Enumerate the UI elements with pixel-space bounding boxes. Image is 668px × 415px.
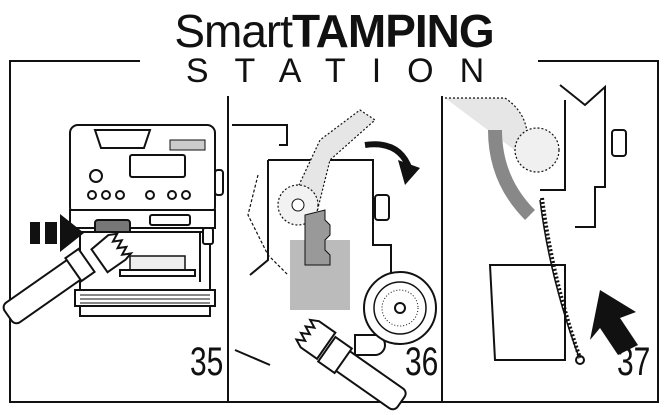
push-arrow-35 (30, 214, 84, 252)
cleaning-brush-36 (294, 318, 407, 411)
title-smart: Smart (174, 5, 293, 57)
step-number-35: 35 (190, 340, 224, 384)
step-number-36: 36 (405, 340, 439, 384)
step-number-37: 37 (617, 340, 651, 384)
outer-frame (9, 60, 659, 403)
manual-subtitle: STATION (185, 52, 511, 90)
cleaning-brush-35 (2, 232, 134, 325)
panel-37-illustration (445, 84, 627, 365)
title-tamping: TAMPING (292, 5, 495, 57)
panel-35-illustration (69, 124, 224, 317)
panel-36-illustration (232, 109, 437, 366)
manual-title: SmartTAMPING (0, 4, 668, 58)
push-arrow-37 (590, 290, 638, 355)
rotate-arrowhead-36 (398, 160, 420, 185)
